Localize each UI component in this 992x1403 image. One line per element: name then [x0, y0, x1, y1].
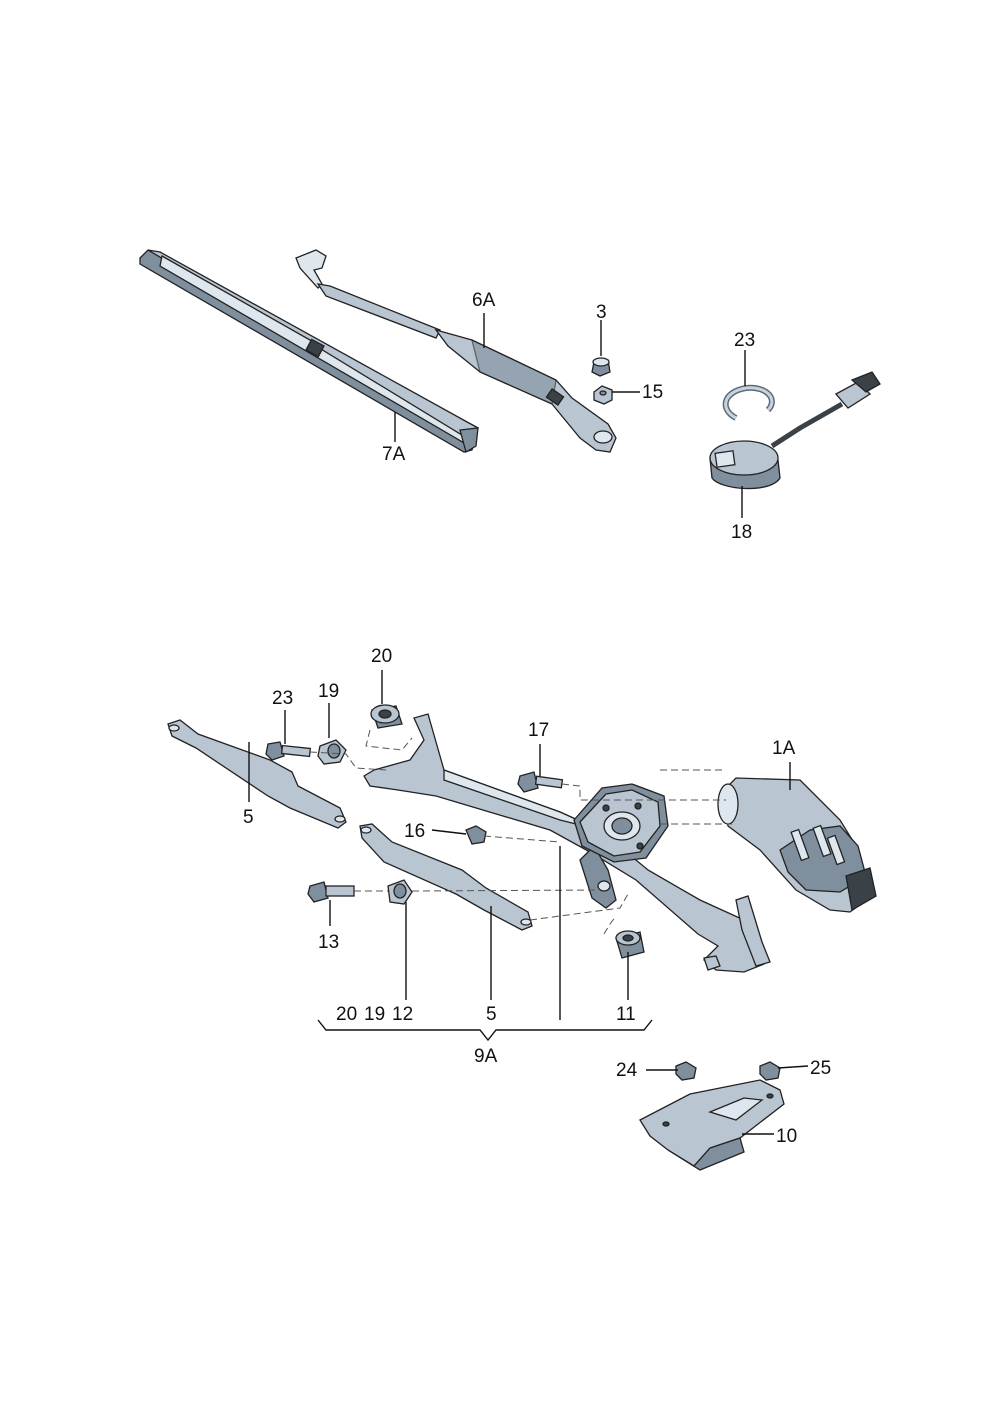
label-5-kit: 5	[486, 1004, 497, 1025]
label-13: 13	[318, 932, 339, 953]
label-17: 17	[528, 720, 549, 741]
arm-nut[interactable]	[593, 385, 613, 405]
grommet-20[interactable]	[370, 704, 403, 729]
label-3: 3	[596, 302, 607, 323]
link-rod-middle[interactable]	[359, 823, 533, 931]
cap[interactable]	[591, 357, 611, 377]
label-23-lower: 23	[272, 688, 293, 709]
nut-16[interactable]	[465, 825, 487, 845]
label-20-kit: 20	[336, 1004, 357, 1025]
label-16: 16	[404, 821, 425, 842]
label-19-kit: 19	[364, 1004, 385, 1025]
label-11-kit: 11	[616, 1004, 636, 1025]
bushing-11[interactable]	[615, 930, 645, 959]
wiper-blade[interactable]	[139, 249, 479, 453]
wiper-motor[interactable]	[717, 777, 877, 913]
wiper-arm[interactable]	[295, 249, 617, 453]
label-25: 25	[810, 1058, 831, 1079]
label-19-top: 19	[318, 681, 339, 702]
label-12-kit: 12	[392, 1004, 413, 1025]
bracket[interactable]	[639, 1079, 785, 1171]
motor-mount-plate[interactable]	[573, 783, 669, 863]
bolt-23[interactable]	[265, 741, 312, 761]
lower-leaders	[248, 670, 809, 1135]
label-10: 10	[776, 1126, 797, 1147]
alignment-lines	[309, 729, 732, 935]
label-5-left: 5	[243, 807, 254, 828]
bushing-12[interactable]	[387, 879, 413, 905]
label-20-top: 20	[371, 646, 392, 667]
label-9a: 9A	[474, 1046, 498, 1067]
wiper-linkage-frame[interactable]	[363, 713, 771, 973]
label-1a: 1A	[772, 738, 796, 759]
sensor-clip[interactable]	[722, 384, 775, 421]
label-15: 15	[642, 382, 663, 403]
label-24: 24	[616, 1060, 638, 1081]
label-7a: 7A	[382, 444, 406, 465]
label-23-top: 23	[734, 330, 755, 351]
bracket-nut-24[interactable]	[675, 1061, 697, 1081]
label-18: 18	[731, 522, 752, 543]
bolt-17[interactable]	[517, 771, 564, 793]
label-6a: 6A	[472, 290, 496, 311]
link-rod-left[interactable]	[167, 719, 347, 829]
callout-labels: 7A 6A 3 15 23 18 20 19 23 5 17 1A 16 13 …	[243, 290, 831, 1147]
upper-leaders	[394, 313, 746, 518]
bolt-13[interactable]	[307, 881, 355, 903]
kit-brace	[317, 1019, 653, 1042]
rain-sensor[interactable]	[709, 371, 881, 490]
bracket-nut-25[interactable]	[759, 1061, 781, 1081]
bushing-19[interactable]	[317, 739, 347, 765]
